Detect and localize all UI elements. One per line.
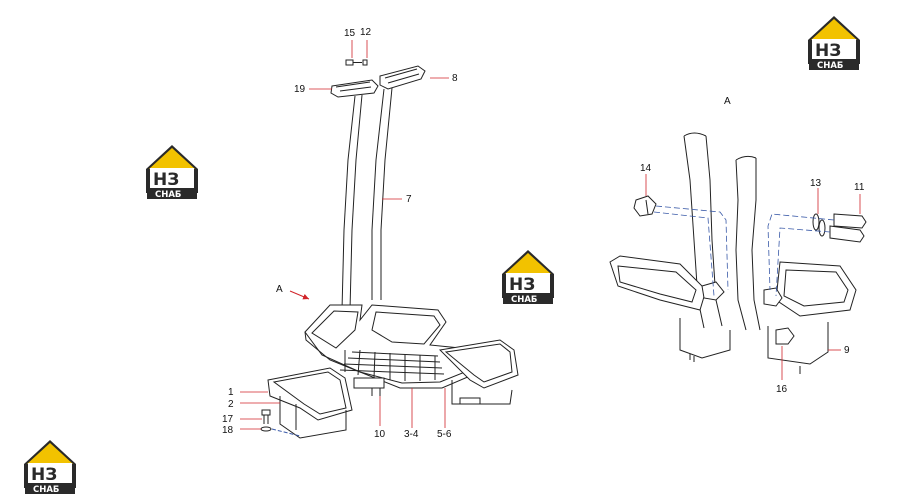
detail-bolt-11 — [829, 213, 867, 243]
callout-3-4: 3-4 — [404, 429, 419, 440]
callout-15: 15 — [344, 28, 356, 39]
callout-14: 14 — [640, 163, 652, 174]
detail-nut-16 — [775, 327, 795, 345]
callout-2: 2 — [228, 399, 234, 410]
callout-5-6: 5-6 — [437, 429, 452, 440]
callout-7: 7 — [406, 194, 412, 205]
main-callouts: 15 12 19 8 7 1 2 17 18 10 3-4 5-6 — [222, 27, 458, 440]
callout-19: 19 — [294, 84, 306, 95]
callout-11: 11 — [854, 182, 865, 193]
detail-callouts: 14 13 11 9 16 — [640, 163, 865, 395]
bolt-17 — [261, 409, 271, 424]
callout-17: 17 — [222, 414, 234, 425]
callout-9: 9 — [844, 345, 850, 356]
watermark-logo: НЗ СНАБ — [808, 16, 860, 71]
detail-pedal-left — [609, 255, 731, 362]
handle-grip-left — [330, 79, 379, 98]
view-a-arrow: A — [276, 284, 310, 300]
callout-8: 8 — [452, 73, 458, 84]
watermark-logo: НЗ СНАБ — [146, 145, 198, 200]
callout-13: 13 — [810, 178, 822, 189]
central-pedal-platform — [304, 304, 471, 396]
svg-text:СНАБ: СНАБ — [511, 295, 537, 305]
callout-16: 16 — [776, 384, 788, 395]
callout-1: 1 — [228, 387, 234, 398]
detail-washer-13 — [812, 213, 826, 237]
detail-lever-right — [735, 155, 761, 331]
svg-text:СНАБ: СНАБ — [155, 190, 181, 200]
washer-18 — [260, 426, 301, 437]
lever-left — [341, 94, 363, 311]
detail-nut-14 — [633, 195, 657, 217]
pedal-right — [438, 339, 519, 405]
pedal-left — [267, 367, 353, 439]
detail-view-label: A — [724, 96, 731, 107]
callout-18: 18 — [222, 425, 234, 436]
main-callout-leaders — [240, 40, 449, 430]
view-a-label: A — [276, 284, 283, 295]
watermark-logo: НЗ СНАБ — [24, 440, 76, 495]
detail-callout-leaders — [645, 174, 861, 380]
svg-text:НЗ: НЗ — [509, 275, 535, 295]
bolt-15 — [345, 59, 368, 66]
svg-text:СНАБ: СНАБ — [33, 485, 59, 495]
svg-text:НЗ: НЗ — [153, 170, 179, 190]
detail-pedal-right — [767, 261, 857, 374]
handle-grip-right — [379, 65, 426, 90]
svg-text:НЗ: НЗ — [31, 465, 57, 485]
svg-text:СНАБ: СНАБ — [817, 61, 843, 71]
watermark-logo: НЗ СНАБ — [502, 250, 554, 305]
callout-12: 12 — [360, 27, 372, 38]
main-assembly-view — [260, 59, 519, 439]
callout-10: 10 — [374, 429, 386, 440]
svg-text:НЗ: НЗ — [815, 41, 841, 61]
detail-assembly-lines — [653, 205, 835, 297]
detail-view-a — [609, 132, 867, 374]
lever-right — [371, 87, 393, 300]
